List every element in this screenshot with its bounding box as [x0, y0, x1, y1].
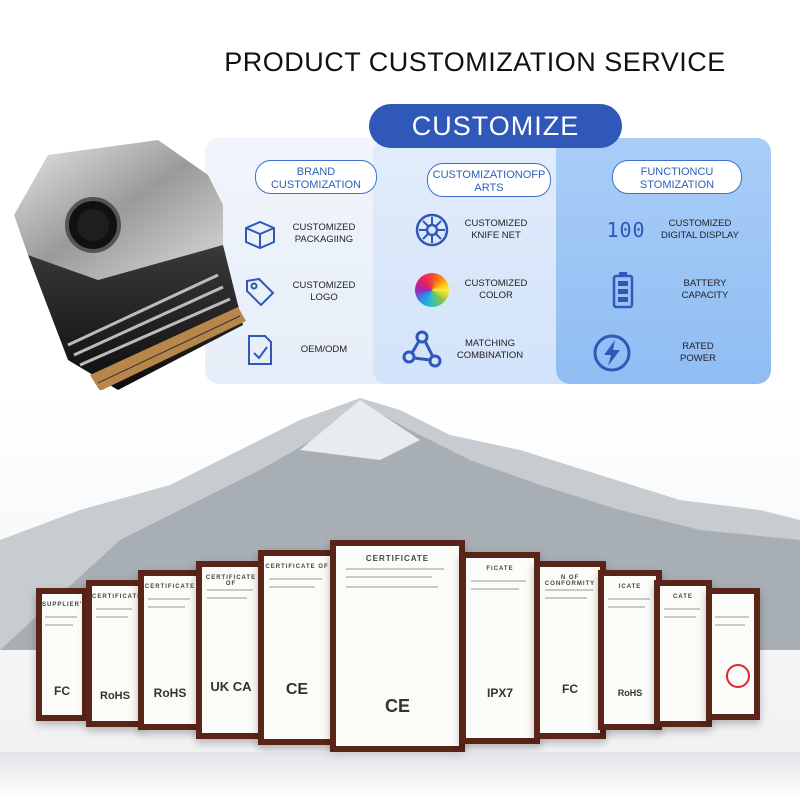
certificate-frame [706, 588, 760, 720]
item-oem-odm: OEM/ODM [240, 330, 362, 370]
share-icon [402, 330, 442, 370]
blade-icon [412, 210, 452, 250]
document-icon [240, 330, 280, 370]
box-icon [240, 214, 280, 254]
reflection-floor [0, 752, 800, 800]
digital-display-icon: 100 [606, 218, 646, 242]
heading-line: CUSTOMIZATION [270, 179, 362, 191]
tag-icon [240, 272, 280, 312]
certificate-frame: CATE [654, 580, 712, 727]
certificate-frame: SUPPLIER'SFC [36, 588, 88, 721]
header: PRODUCT CUSTOMIZATION SERVICE [0, 0, 800, 110]
brand-customization-heading: BRAND CUSTOMIZATION [255, 160, 377, 194]
color-wheel-icon [412, 270, 452, 310]
customize-banner: CUSTOMIZE [369, 104, 622, 148]
heading-line: CUSTOMIZATIONOFP [432, 169, 546, 181]
shaver-product-image [8, 135, 270, 415]
item-label: OEM/ODM [300, 344, 348, 355]
function-customization-heading: FUNCTIONCU STOMIZATION [612, 160, 742, 194]
heading-line: ARTS [474, 182, 504, 194]
heading-line: BRAND [296, 166, 336, 178]
battery-icon [603, 270, 643, 310]
heading-line: FUNCTIONCU [640, 166, 714, 178]
page-title: PRODUCT CUSTOMIZATION SERVICE [224, 47, 726, 77]
heading-line: STOMIZATION [639, 179, 715, 191]
lightning-icon [592, 333, 632, 373]
parts-customization-heading: CUSTOMIZATIONOFP ARTS [427, 163, 551, 197]
